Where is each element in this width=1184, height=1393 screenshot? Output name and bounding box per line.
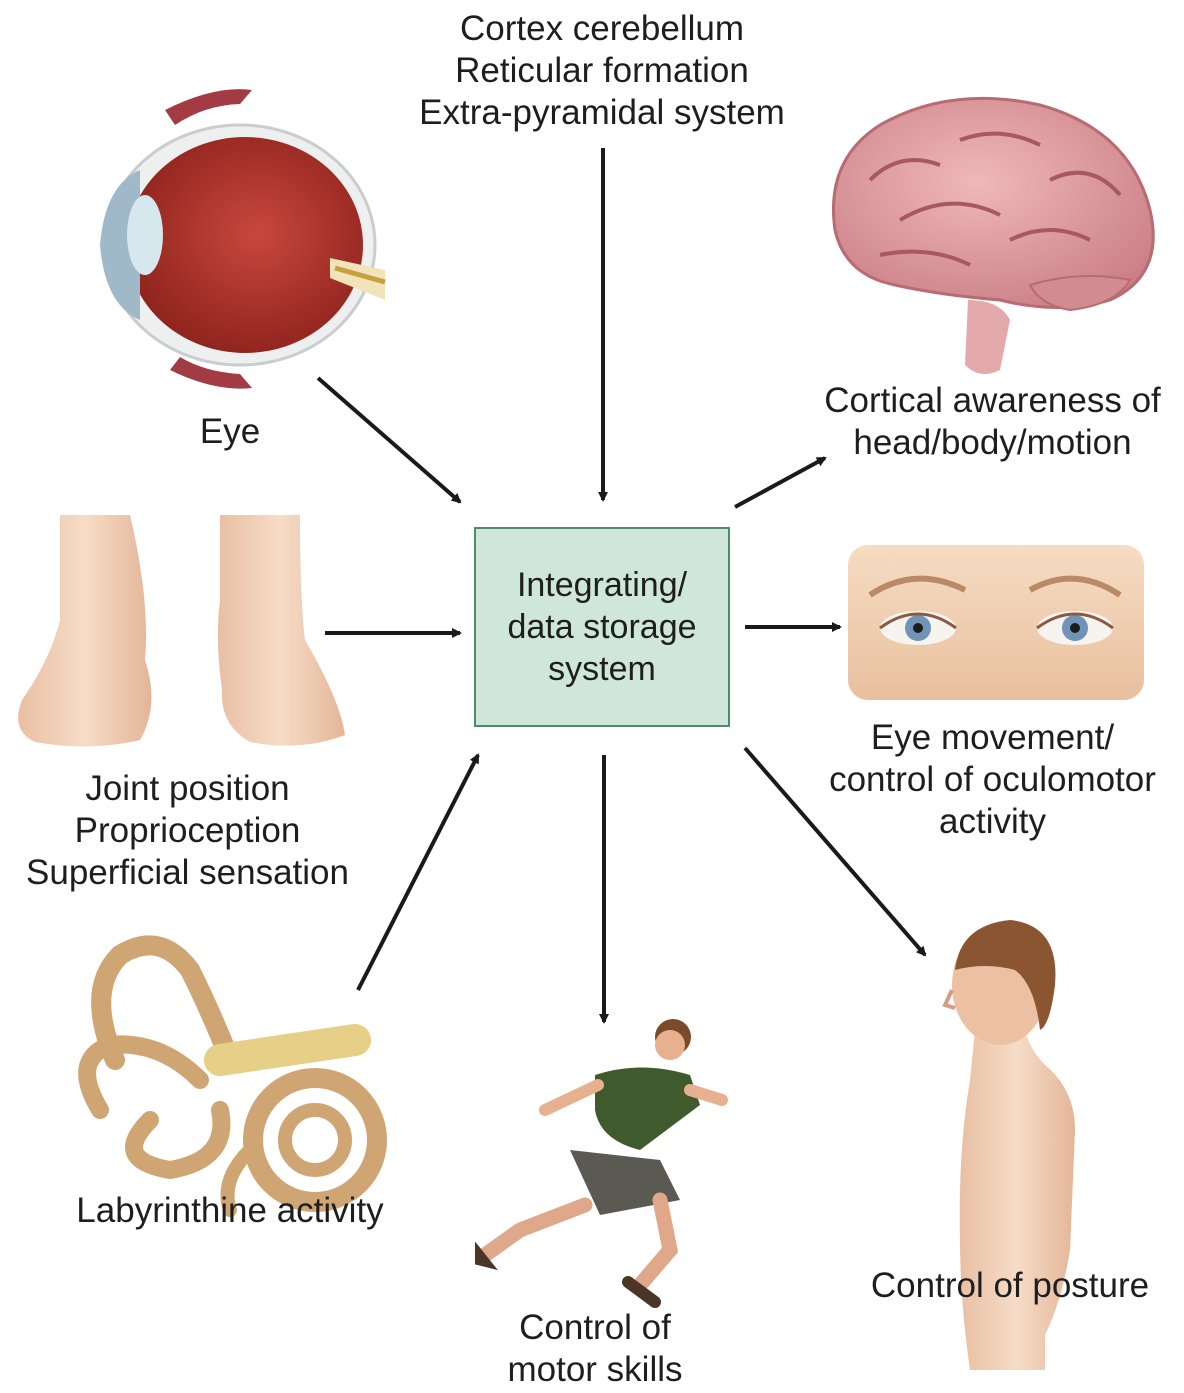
center-line-2: data storage xyxy=(507,606,696,648)
eye-movement-line-2: control of oculomotor xyxy=(805,759,1180,801)
cortical-label: Cortical awareness of head/body/motion xyxy=(805,380,1180,464)
eye-label: Eye xyxy=(170,411,290,453)
joint-line-1: Joint position xyxy=(5,768,370,810)
feet-icon xyxy=(18,515,345,747)
arrow-cortical-out xyxy=(735,458,825,507)
center-line-3: system xyxy=(548,648,656,690)
motor-label: Control of motor skills xyxy=(470,1307,720,1391)
eye-movement-label: Eye movement/ control of oculomotor acti… xyxy=(805,717,1180,843)
motor-line-1: Control of xyxy=(470,1307,720,1349)
posture-label-text: Control of posture xyxy=(840,1265,1180,1307)
runner-icon xyxy=(478,1019,722,1302)
top-line-3: Extra-pyramidal system xyxy=(392,92,812,134)
motor-line-2: motor skills xyxy=(470,1349,720,1391)
eye-movement-line-3: activity xyxy=(805,801,1180,843)
top-line-2: Reticular formation xyxy=(392,50,812,92)
center-line-1: Integrating/ xyxy=(517,564,687,606)
inner-ear-icon xyxy=(87,945,377,1210)
eye-movement-line-1: Eye movement/ xyxy=(805,717,1180,759)
joint-line-2: Proprioception xyxy=(5,810,370,852)
integrating-system-box: Integrating/ data storage system xyxy=(474,527,730,727)
top-line-1: Cortex cerebellum xyxy=(392,8,812,50)
joint-label: Joint position Proprioception Superficia… xyxy=(5,768,370,894)
eyeball-icon xyxy=(100,89,385,388)
cortical-line-1: Cortical awareness of xyxy=(805,380,1180,422)
cortical-line-2: head/body/motion xyxy=(805,422,1180,464)
top-label: Cortex cerebellum Reticular formation Ex… xyxy=(392,8,812,134)
labyrinth-label: Labyrinthine activity xyxy=(40,1190,420,1232)
arrow-eye-in xyxy=(318,378,460,502)
eye-label-text: Eye xyxy=(170,411,290,453)
labyrinth-label-text: Labyrinthine activity xyxy=(40,1190,420,1232)
joint-line-3: Superficial sensation xyxy=(5,852,370,894)
eyes-face-icon xyxy=(848,545,1144,700)
arrow-labyrinth-in xyxy=(358,755,478,990)
brain-icon xyxy=(833,98,1153,374)
posture-label: Control of posture xyxy=(840,1265,1180,1307)
